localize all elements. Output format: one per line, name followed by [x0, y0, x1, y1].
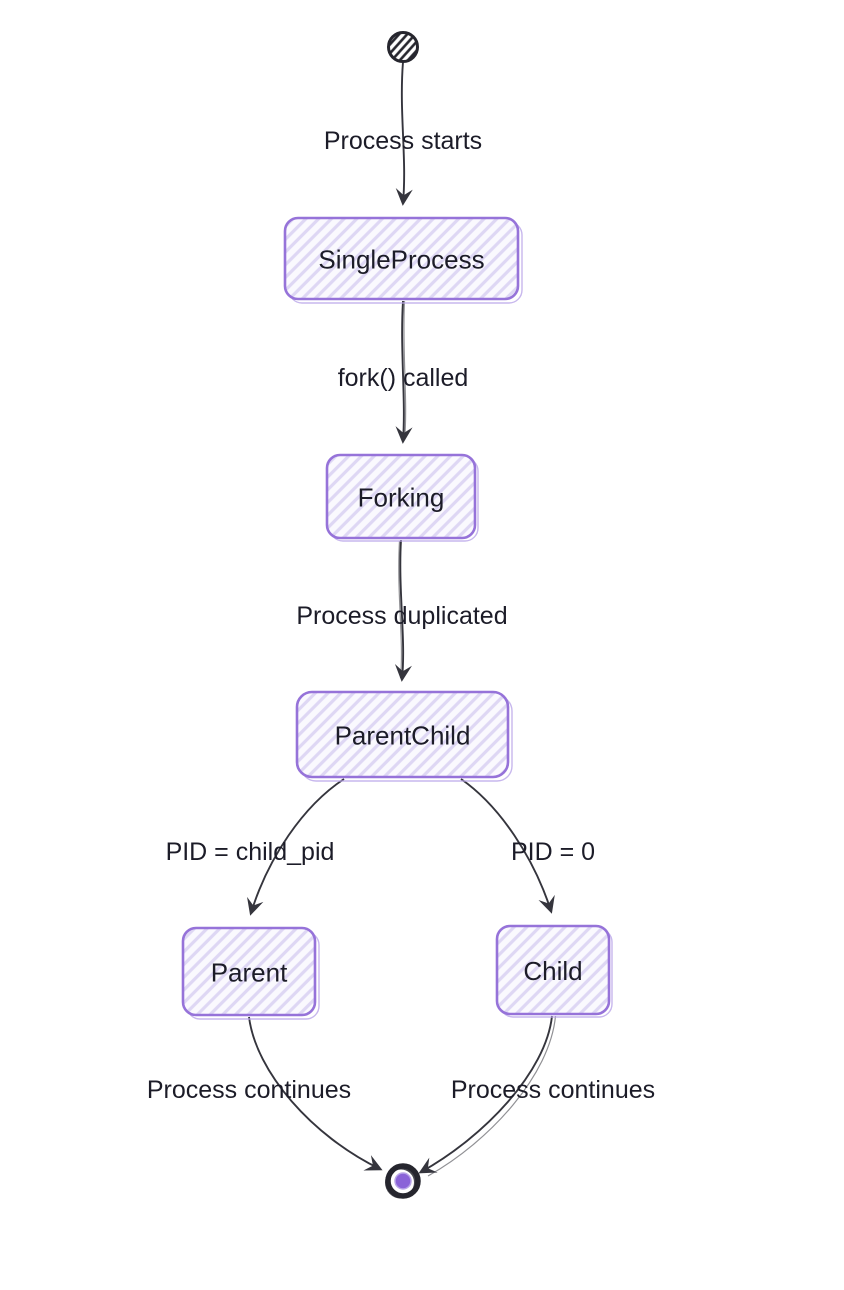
edge-singleprocess-forking: [395, 300, 413, 444]
edge-label-process-duplicated: Process duplicated: [296, 602, 507, 630]
edge-parentchild-child: [460, 778, 555, 914]
node-parentchild: ParentChild: [295, 690, 513, 782]
node-child: Child: [495, 924, 613, 1018]
edge-labels-layer: Process starts fork() called Process dup…: [147, 127, 655, 1104]
edge-parentchild-parent: [247, 778, 345, 916]
node-parent-label: Parent: [211, 958, 288, 988]
node-singleprocess-box: [283, 216, 520, 301]
node-parent-box: [181, 926, 317, 1017]
node-forking-box: [325, 453, 477, 540]
edge-label-fork-called: fork() called: [338, 364, 469, 392]
start-state-circle-icon: [387, 31, 419, 63]
edge-child-end-sketch: [427, 1015, 557, 1177]
node-forking-label: Forking: [358, 483, 445, 513]
edge-label-pid-child-pid: PID = child_pid: [166, 838, 335, 866]
node-forking: Forking: [325, 453, 479, 542]
edge-forking-parentchild: [394, 539, 412, 682]
edge-child-end: [418, 1015, 553, 1174]
node-singleprocess: SingleProcess: [283, 216, 523, 304]
edges-layer: [247, 61, 557, 1177]
node-singleprocess-label: SingleProcess: [318, 245, 484, 275]
edge-label-pid-zero: PID = 0: [511, 838, 595, 866]
node-child-label: Child: [523, 956, 582, 986]
edge-parent-end: [248, 1016, 383, 1171]
edge-label-process-starts: Process starts: [324, 127, 482, 155]
node-start-state: [387, 31, 419, 63]
edge-label-process-continues-right: Process continues: [451, 1076, 655, 1104]
node-parentchild-box: [295, 690, 510, 779]
edge-start-singleprocess: [395, 61, 413, 206]
node-parent: Parent: [181, 926, 320, 1020]
node-parentchild-label: ParentChild: [335, 721, 471, 751]
edge-label-process-continues-left: Process continues: [147, 1076, 351, 1104]
node-end-state: [385, 1163, 421, 1199]
edge-singleprocess-forking-sketch: [403, 300, 407, 441]
end-state-inner-dot-icon: [394, 1172, 412, 1190]
end-state-outer-ring-sketch: [385, 1166, 417, 1199]
edge-forking-parentchild-sketch: [398, 540, 403, 679]
node-child-box: [495, 924, 611, 1016]
